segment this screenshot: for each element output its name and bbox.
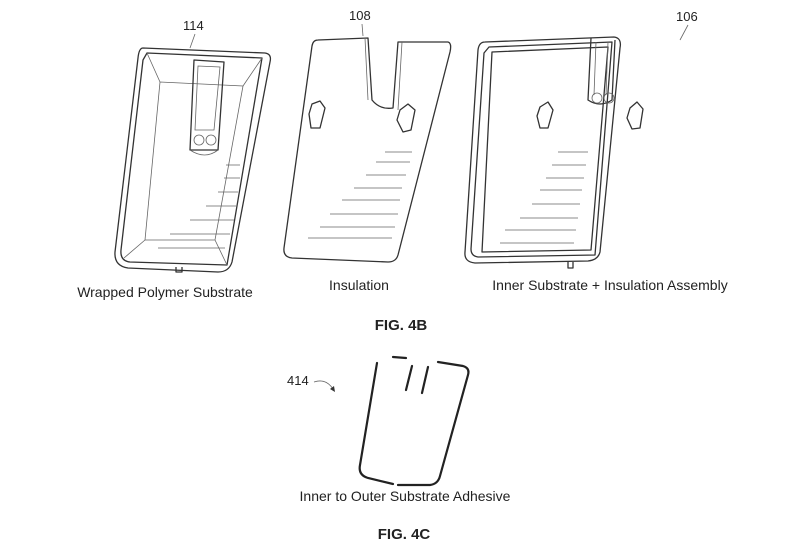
inner-substrate-insulation-assembly-drawing (464, 36, 644, 269)
caption-adhesive: Inner to Outer Substrate Adhesive (300, 488, 511, 504)
leader-arrow-414 (313, 380, 334, 390)
adhesive-drawing (358, 355, 470, 487)
caption-insulation: Insulation (329, 277, 389, 293)
wrapped-polymer-substrate-drawing (114, 47, 272, 273)
ref-label-414: 414 (287, 373, 309, 388)
arrowhead-icon (330, 386, 335, 392)
leader-line-108 (361, 23, 364, 37)
insulation-drawing (283, 37, 452, 263)
ref-label-106: 106 (676, 9, 698, 24)
figure-title-4c: FIG. 4C (378, 526, 431, 543)
ref-label-108: 108 (349, 8, 371, 23)
ref-label-114: 114 (183, 18, 204, 33)
figure-title-4b: FIG. 4B (375, 317, 428, 334)
caption-wrapped-polymer-substrate: Wrapped Polymer Substrate (77, 284, 253, 300)
caption-inner-substrate-insulation-assembly: Inner Substrate + Insulation Assembly (492, 277, 727, 293)
leader-line-114 (189, 33, 196, 49)
leader-line-106 (679, 24, 689, 41)
